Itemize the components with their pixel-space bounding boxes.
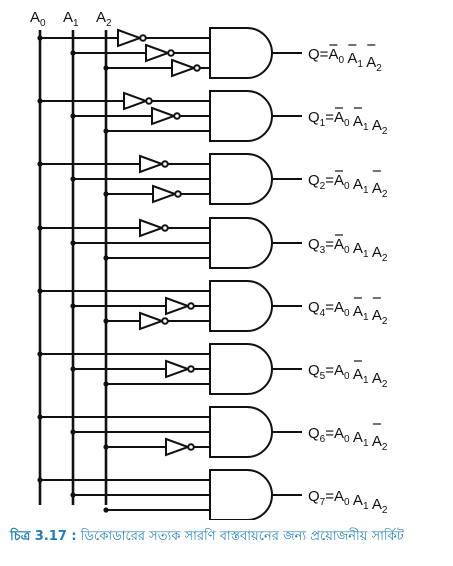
term-0: A bbox=[334, 299, 344, 316]
not-gate-bubble bbox=[187, 302, 195, 310]
not-gate bbox=[165, 296, 195, 316]
input-label-a1: A1 bbox=[63, 9, 79, 29]
not-gate bbox=[139, 154, 169, 174]
term-1: A bbox=[344, 50, 357, 67]
term-1: A bbox=[350, 176, 363, 193]
output-label-q1: Q1=A0 A1 A2 bbox=[308, 109, 388, 137]
not-gate bbox=[139, 218, 169, 238]
and-gate bbox=[209, 469, 273, 520]
not-gate-body bbox=[139, 154, 165, 174]
output-label-q7: Q7=A0 A1 A2 bbox=[308, 488, 388, 516]
not-gate-body bbox=[152, 184, 178, 204]
term-2: A bbox=[369, 117, 382, 134]
not-gate-bubble bbox=[139, 34, 147, 42]
term-0: A bbox=[334, 425, 344, 442]
decoder-row-7: Q7=A0 A1 A2 bbox=[37, 469, 388, 520]
decoder-row-3: Q3=A0 A1 A2 bbox=[37, 217, 388, 269]
decoder-circuit: A0 A1 A2Q=A0 A1 A2 Q1=A0 A1 A2 Q2=A0 A1 A2 Q3… bbox=[30, 9, 388, 520]
not-gate bbox=[145, 43, 175, 63]
term-1: A bbox=[350, 303, 363, 320]
not-gate-bubble bbox=[167, 49, 175, 57]
not-gate bbox=[151, 106, 181, 126]
term-0: A bbox=[328, 46, 338, 63]
term-2: A bbox=[363, 54, 376, 71]
term-2: A bbox=[369, 370, 382, 387]
not-gate-body bbox=[139, 218, 165, 238]
term-2: A bbox=[369, 496, 382, 513]
not-gate bbox=[117, 28, 147, 48]
term-2: A bbox=[369, 433, 382, 450]
not-gate bbox=[171, 58, 201, 78]
output-label-q0: Q=A0 A1 A2 bbox=[308, 46, 382, 74]
not-gate-bubble bbox=[174, 190, 182, 198]
not-gate-body bbox=[171, 58, 197, 78]
and-gate bbox=[209, 406, 273, 458]
term-0: A bbox=[334, 109, 344, 126]
not-gate bbox=[123, 91, 153, 111]
not-gate bbox=[165, 359, 195, 379]
and-gate bbox=[209, 343, 273, 395]
and-gate bbox=[209, 280, 273, 332]
caption-text: ডিকোডারের সত্যক সারণি বাস্তবায়নের জন্য … bbox=[80, 529, 404, 544]
term-0: A bbox=[334, 172, 344, 189]
not-gate bbox=[139, 311, 169, 331]
term-1: A bbox=[350, 240, 363, 257]
and-gate bbox=[209, 217, 273, 269]
output-label-q3: Q3=A0 A1 A2 bbox=[308, 236, 388, 264]
decoder-row-4: Q4=A0 A1 A2 bbox=[37, 280, 388, 332]
decoder-row-0: Q=A0 A1 A2 bbox=[37, 27, 382, 79]
output-label-q5: Q5=A0 A1 A2 bbox=[308, 362, 388, 390]
caption-number: চিত্র 3.17 : bbox=[10, 529, 77, 544]
and-gate bbox=[209, 153, 273, 205]
term-2: A bbox=[369, 244, 382, 261]
figure-caption: চিত্র 3.17 : ডিকোডারের সত্যক সারণি বাস্ত… bbox=[10, 527, 450, 548]
and-gate bbox=[209, 27, 273, 79]
not-gate-body bbox=[165, 296, 191, 316]
not-gate-bubble bbox=[145, 97, 153, 105]
not-gate-body bbox=[165, 359, 191, 379]
term-1: A bbox=[350, 366, 363, 383]
decoder-row-2: Q2=A0 A1 A2 bbox=[37, 153, 388, 205]
not-gate-bubble bbox=[193, 64, 201, 72]
not-gate-body bbox=[145, 43, 171, 63]
term-2: A bbox=[369, 307, 382, 324]
input-label-a2: A2 bbox=[96, 9, 112, 29]
not-gate-bubble bbox=[161, 160, 169, 168]
term-0: A bbox=[334, 236, 344, 253]
not-gate-body bbox=[139, 311, 165, 331]
not-gate-bubble bbox=[173, 112, 181, 120]
not-gate-bubble bbox=[187, 365, 195, 373]
term-2: A bbox=[369, 180, 382, 197]
not-gate-body bbox=[123, 91, 149, 111]
and-gate bbox=[209, 90, 273, 142]
decoder-row-5: Q5=A0 A1 A2 bbox=[37, 343, 388, 395]
term-1: A bbox=[350, 113, 363, 130]
not-gate-body bbox=[117, 28, 143, 48]
not-gate-body bbox=[151, 106, 177, 126]
not-gate-body bbox=[165, 437, 191, 457]
term-1: A bbox=[350, 492, 363, 509]
not-gate bbox=[152, 184, 182, 204]
term-0: A bbox=[334, 488, 344, 505]
not-gate-bubble bbox=[161, 224, 169, 232]
not-gate-bubble bbox=[161, 317, 169, 325]
term-1: A bbox=[350, 429, 363, 446]
input-label-a0: A0 bbox=[30, 9, 46, 29]
not-gate-bubble bbox=[187, 443, 195, 451]
output-label-q2: Q2=A0 A1 A2 bbox=[308, 172, 388, 200]
term-0: A bbox=[334, 362, 344, 379]
not-gate bbox=[165, 437, 195, 457]
output-label-q4: Q4=A0 A1 A2 bbox=[308, 299, 388, 327]
decoder-row-6: Q6=A0 A1 A2 bbox=[37, 406, 388, 458]
decoder-row-1: Q1=A0 A1 A2 bbox=[37, 90, 388, 142]
output-label-q6: Q6=A0 A1 A2 bbox=[308, 425, 388, 453]
